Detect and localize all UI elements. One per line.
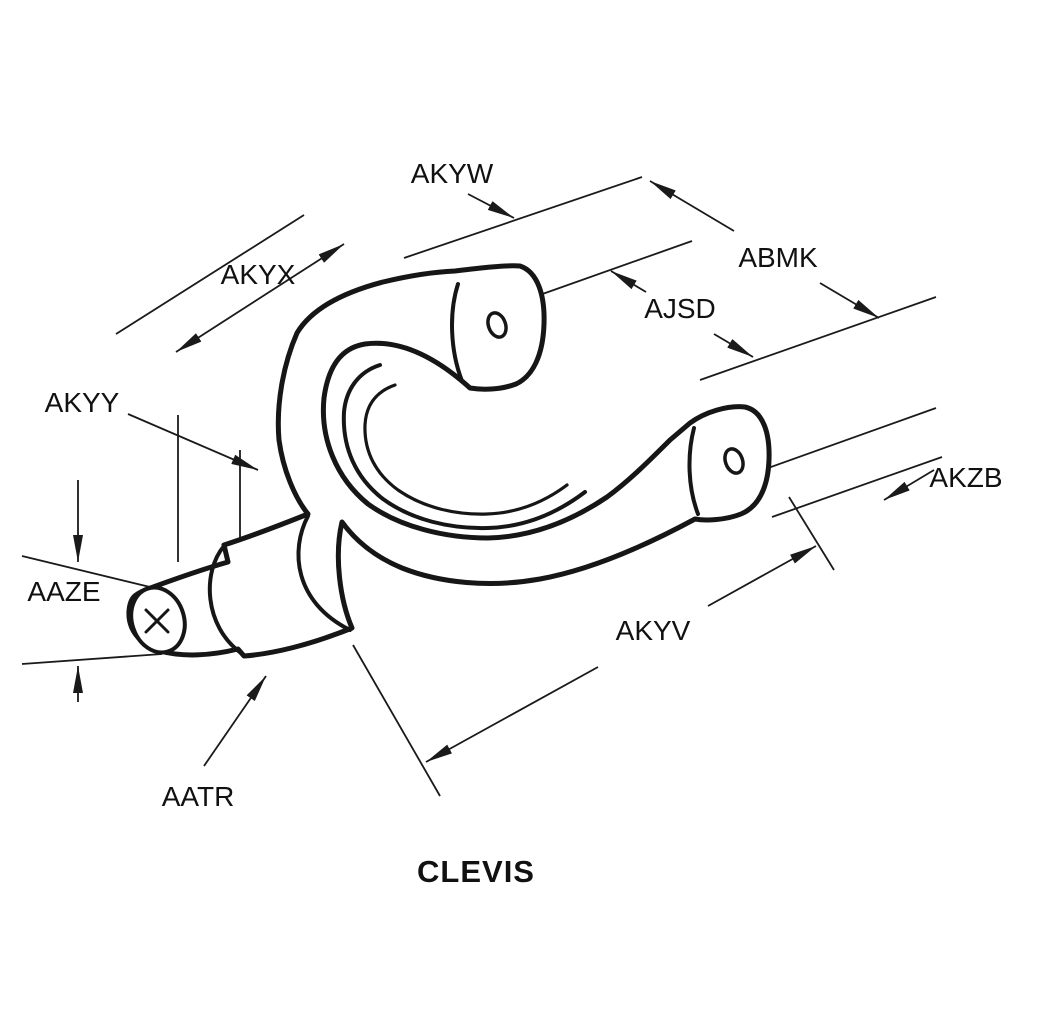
akyy-leader-line [127,413,259,471]
lower-eye-face-edge [687,426,700,516]
stem-fork-junction-arc [296,514,352,632]
clevis-body-outline [126,263,772,659]
lower-tab-axis-extension-line [756,407,937,473]
akyv-dimension-line-a [707,545,817,607]
figure-title: CLEVIS [417,854,535,889]
aaze-bottom-extension-line [21,653,163,665]
akzb-leader-line [883,469,935,501]
akyv-dimension-line-b [425,666,599,763]
dim-label-abmk: ABMK [738,242,818,273]
akyv-left-extension-line [352,644,441,797]
upper-eye-hole [486,311,508,339]
callout-labels: AKYW AKYX ABMK AJSD AKYY AKZB AAZE AKYV … [27,158,1002,889]
dim-label-akyw: AKYW [411,158,494,189]
ajsd-dimension-line-a [610,270,647,293]
dim-label-akyv: AKYV [616,615,691,646]
dimension-lines [21,176,943,797]
long-right-extension-line [699,296,937,381]
upper-eye-face-edge [450,282,464,383]
abmk-dimension-line-b [819,282,880,319]
stem-tip-x-mark [144,608,170,634]
stem-step-arc [207,544,243,655]
dim-label-akyx: AKYX [221,259,296,290]
akyv-right-extension-line [788,496,835,571]
dim-label-akzb: AKZB [929,462,1002,493]
clevis-part [126,263,772,659]
fork-gap-contour-inner [363,383,569,516]
akyx-dimension-line [175,243,345,353]
fork-gap-contour-outer [341,363,587,531]
dim-label-aaze: AAZE [27,576,100,607]
ajsd-dimension-line-b [713,333,754,358]
aaze-top-extension-line [21,555,151,588]
dim-label-ajsd: AJSD [644,293,716,324]
abmk-dimension-line-a [649,180,735,232]
lower-eye-hole [723,447,745,475]
top-extension-line [403,176,643,259]
upper-tab-extension-line [533,240,693,298]
akyw-leader-line [467,193,515,219]
dim-label-aatr: AATR [162,781,235,812]
dim-label-akyy: AKYY [45,387,120,418]
aatr-leader-line [203,675,267,767]
lower-tab-bottom-extension-line [771,456,943,518]
